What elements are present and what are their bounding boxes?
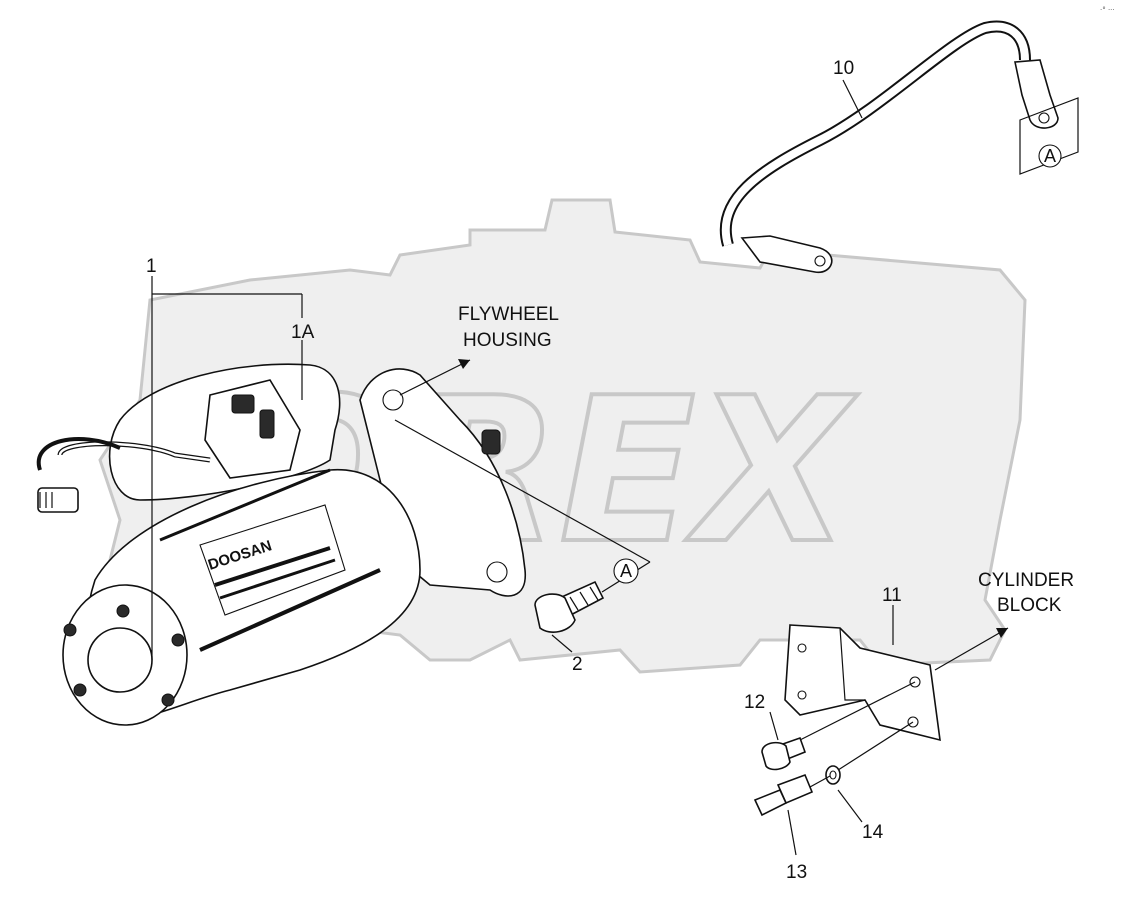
flywheel-arrowhead [458,359,470,369]
bolt-part-2: A [394,419,651,653]
cable-terminal-lower [740,235,833,273]
corner-mark: ·° ··· [1100,6,1115,14]
stud-part-13 [753,773,831,856]
battery-cable [719,20,1059,273]
label-part-1a: 1A [291,322,315,343]
label-part-13: 13 [786,862,807,883]
cable-terminal-upper [1014,59,1059,129]
cylinder-arrowhead [996,628,1008,638]
label-block: BLOCK [997,595,1062,616]
label-part-10: 10 [833,58,854,79]
ref-label-a-cable: A [1044,146,1056,166]
label-part-1: 1 [146,256,157,277]
label-part-12: 12 [744,692,765,713]
label-housing: HOUSING [463,330,552,351]
starter-motor: DOOSAN [36,363,526,726]
label-part-2: 2 [572,654,583,675]
label-cylinder: CYLINDER [978,570,1074,591]
terminal-cover [204,379,301,479]
cable-ref-box: A [1019,97,1079,175]
nameplate [199,504,346,616]
bolt-part-12 [761,681,916,771]
bracket-part-11 [784,624,941,742]
washer-part-14 [825,721,914,823]
label-part-11: 11 [882,585,902,606]
label-flywheel: FLYWHEEL [458,304,559,325]
terminal-stud [37,487,79,513]
leader-part-1 [151,276,303,660]
ref-label-a-bolt: A [620,561,632,581]
label-part-14: 14 [862,822,884,843]
